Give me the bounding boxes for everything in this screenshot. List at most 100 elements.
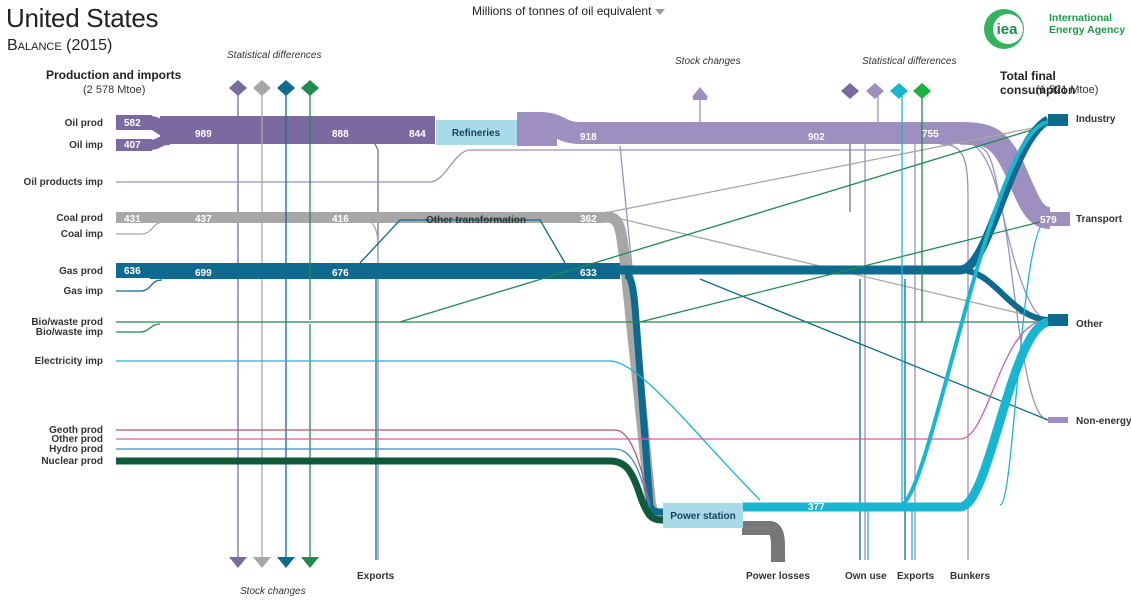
transport-value-bg (1040, 212, 1070, 226)
logo-mark: iea (997, 21, 1019, 38)
gas-mid-value: 676 (332, 268, 349, 279)
other-prod-flow (116, 319, 1049, 440)
source-oil-imp[interactable]: Oil imp (69, 140, 103, 151)
coal-flows (116, 90, 1049, 560)
coal-exports-line (371, 222, 379, 560)
oil-stat-diff-icon[interactable] (229, 80, 247, 96)
sink-non-energy[interactable]: Non-energy (1076, 416, 1131, 427)
exports-right-label[interactable]: Exports (897, 571, 935, 582)
bio-stat-right-icon[interactable] (913, 83, 931, 99)
gas-to-other (959, 267, 1049, 323)
unit-selector[interactable]: Millions of tonnes of oil equivalent (472, 4, 666, 18)
stat-diff-left-label: Statistical differences (227, 50, 322, 61)
bio-stock-down-icon[interactable] (301, 557, 319, 568)
oil-imp-value: 407 (124, 140, 141, 151)
non-energy-bar[interactable] (1048, 417, 1068, 423)
gas-trunk (150, 263, 620, 279)
source-other-prod[interactable]: Other prod (51, 434, 103, 445)
coal-stat-diff-icon[interactable] (253, 80, 271, 96)
source-oil-prod[interactable]: Oil prod (64, 118, 103, 129)
logo-text-line1: International (1049, 12, 1113, 24)
unit-selector-label: Millions of tonnes of oil equivalent (472, 4, 652, 18)
source-gas-imp[interactable]: Gas imp (63, 286, 103, 297)
gas-stock-down-icon[interactable] (277, 557, 295, 568)
sink-other[interactable]: Other (1076, 319, 1103, 330)
left-header-title: Production and imports (46, 68, 182, 82)
stock-change-up-icon[interactable] (692, 87, 708, 97)
stock-changes-bottom-label: Stock changes (240, 586, 306, 597)
gas-flows (116, 90, 1051, 560)
power-losses-label[interactable]: Power losses (746, 571, 810, 582)
hydro-flow (116, 448, 651, 509)
iea-logo[interactable]: iea (982, 5, 1122, 53)
exports-left-label[interactable]: Exports (357, 571, 395, 582)
coal-mid-value: 416 (332, 214, 349, 225)
refinery-output-flows (517, 92, 1052, 560)
refineries-label: Refineries (452, 128, 501, 139)
source-nuclear-prod[interactable]: Nuclear prod (41, 456, 103, 467)
gas-to-non-energy (699, 278, 1049, 421)
coal-prod-bar (116, 212, 152, 223)
power-output-flows (742, 92, 1050, 562)
page-title: United States (6, 3, 159, 33)
stock-changes-top-label: Stock changes (675, 56, 741, 67)
bio-to-industry (399, 124, 1049, 323)
source-hydro-prod[interactable]: Hydro prod (49, 444, 103, 455)
sink-transport[interactable]: Transport (1076, 214, 1123, 225)
gas-stat-diff-icon[interactable] (277, 80, 295, 96)
own-use-label[interactable]: Own use (845, 571, 887, 582)
source-bio-waste-prod[interactable]: Bio/waste prod (31, 317, 103, 328)
source-geoth-prod[interactable]: Geoth prod (49, 425, 103, 436)
oil-products-stat-right-icon[interactable] (866, 83, 884, 99)
gas-prod-bar (116, 263, 152, 278)
bio-stat-diff-icon[interactable] (301, 80, 319, 96)
gas-imp-flow (116, 279, 163, 292)
oil-stock-down-icon[interactable] (229, 557, 247, 568)
source-oil-products-imp[interactable]: Oil products imp (23, 177, 103, 188)
flow-values: 582 407 989 888 844 918 902 755 431 437 … (124, 118, 1070, 513)
other-bar[interactable] (1048, 314, 1068, 326)
gas-to-other-transformation (359, 219, 566, 264)
refinery-exit (517, 120, 557, 146)
bunkers-label[interactable]: Bunkers (950, 571, 991, 582)
left-header-total: (2 578 Mtoe) (83, 84, 146, 96)
source-coal-imp[interactable]: Coal imp (60, 229, 103, 240)
nuclear-flow (116, 457, 665, 524)
electricity-to-other (742, 317, 1050, 512)
transport-value: 579 (1040, 215, 1057, 226)
minor-production-flows (116, 319, 1049, 524)
oil-stat-right-icon[interactable] (841, 83, 859, 99)
stat-diff-right-label: Statistical differences (862, 56, 957, 67)
electricity-imp-flow (116, 360, 761, 501)
source-gas-prod[interactable]: Gas prod (59, 266, 103, 277)
coal-trunk (150, 212, 605, 223)
refineries-node[interactable] (436, 120, 517, 145)
source-electricity-imp[interactable]: Electricity imp (34, 356, 103, 367)
logo-inner (993, 14, 1023, 44)
sink-industry[interactable]: Industry (1076, 114, 1116, 125)
source-coal-prod[interactable]: Coal prod (56, 213, 103, 224)
top-arrows (229, 80, 931, 100)
oil-imp-bar (116, 139, 152, 151)
gas-prod-value: 636 (124, 266, 141, 277)
source-bio-waste-imp[interactable]: Bio/waste imp (35, 327, 103, 338)
oil-trunk (160, 116, 435, 144)
oil-prod-bar (116, 115, 152, 130)
ref-out-value: 918 (580, 132, 597, 143)
oil-mid-value: 888 (332, 129, 349, 140)
logo-text: International Energy Agency (1049, 12, 1125, 36)
coal-stock-down-icon[interactable] (253, 557, 271, 568)
electricity-stat-right-icon[interactable] (890, 83, 908, 99)
gas-to-power (624, 271, 666, 516)
coal-prod-value: 431 (124, 214, 141, 225)
coal-other-value: 362 (580, 214, 597, 225)
power-station-node[interactable] (663, 503, 743, 528)
chevron-down-icon (655, 8, 666, 15)
oil-products-imp-flow (116, 149, 900, 183)
industry-bar[interactable] (1048, 114, 1068, 126)
right-header-total: (1 521 Mtoe) (1036, 84, 1099, 96)
right-header-title: Total final consumption (1000, 69, 1076, 97)
bio-to-transport (639, 219, 1049, 323)
ref-mid-value: 902 (808, 132, 825, 143)
